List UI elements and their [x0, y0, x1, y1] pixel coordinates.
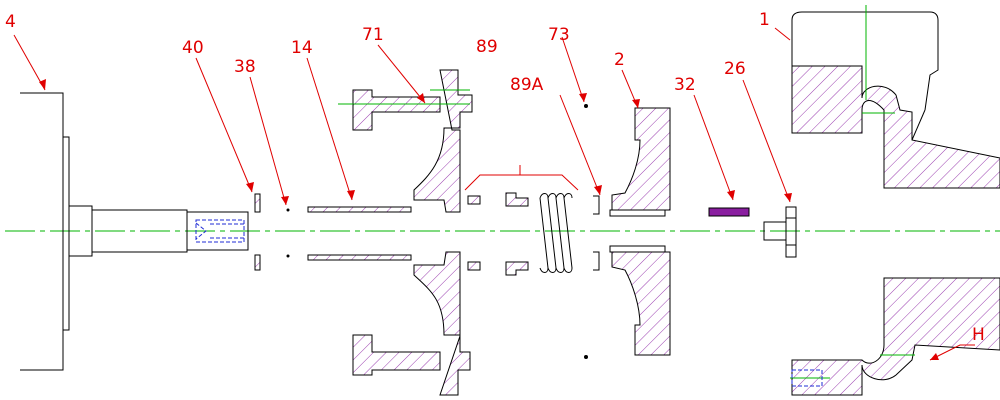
- part-38-dot-bottom: [286, 254, 290, 258]
- label-part-4: 4: [5, 12, 16, 32]
- label-part-71: 71: [362, 25, 384, 45]
- part-71-housing: [352, 69, 473, 396]
- label-part-32: 32: [674, 75, 696, 95]
- part-4-shaft-assembly: [20, 92, 249, 371]
- part-1-centerlines: [790, 5, 915, 379]
- part-40-ring: [254, 193, 261, 271]
- part-73-dot-top: [584, 104, 588, 108]
- label-part-26: 26: [724, 59, 746, 79]
- part-1-hidden-bolt: [791, 369, 823, 387]
- label-part-40: 40: [182, 38, 204, 58]
- part-26-bolt: [763, 206, 797, 258]
- part-73-dot-bottom: [584, 355, 588, 359]
- part-1-outline: [791, 11, 939, 141]
- shaft-tapped-hole: [195, 219, 245, 243]
- label-part-2: 2: [614, 50, 625, 70]
- label-part-89: 89: [476, 37, 498, 57]
- label-part-1: 1: [759, 10, 770, 30]
- label-part-h: H: [972, 325, 985, 345]
- part-14-sleeve: [307, 206, 412, 261]
- part-2-flange: [609, 107, 671, 356]
- label-part-38: 38: [234, 57, 256, 77]
- label-part-14: 14: [291, 38, 313, 58]
- part-32-pin: [708, 207, 750, 217]
- part-89a-bracket: [593, 195, 600, 271]
- label-part-89a: 89A: [510, 75, 544, 95]
- part-38-dot-top: [286, 208, 290, 212]
- part-labels: 4 40 38 14 71 89 73 89A 2 32 26 1 H: [5, 10, 985, 345]
- part-89-detent-set: [467, 192, 529, 276]
- label-part-73: 73: [548, 25, 570, 45]
- part-89-spring: [539, 193, 573, 273]
- leader-arrows: [39, 79, 939, 360]
- part-1-housing: [791, 65, 1000, 396]
- leader-lines: [13, 27, 975, 361]
